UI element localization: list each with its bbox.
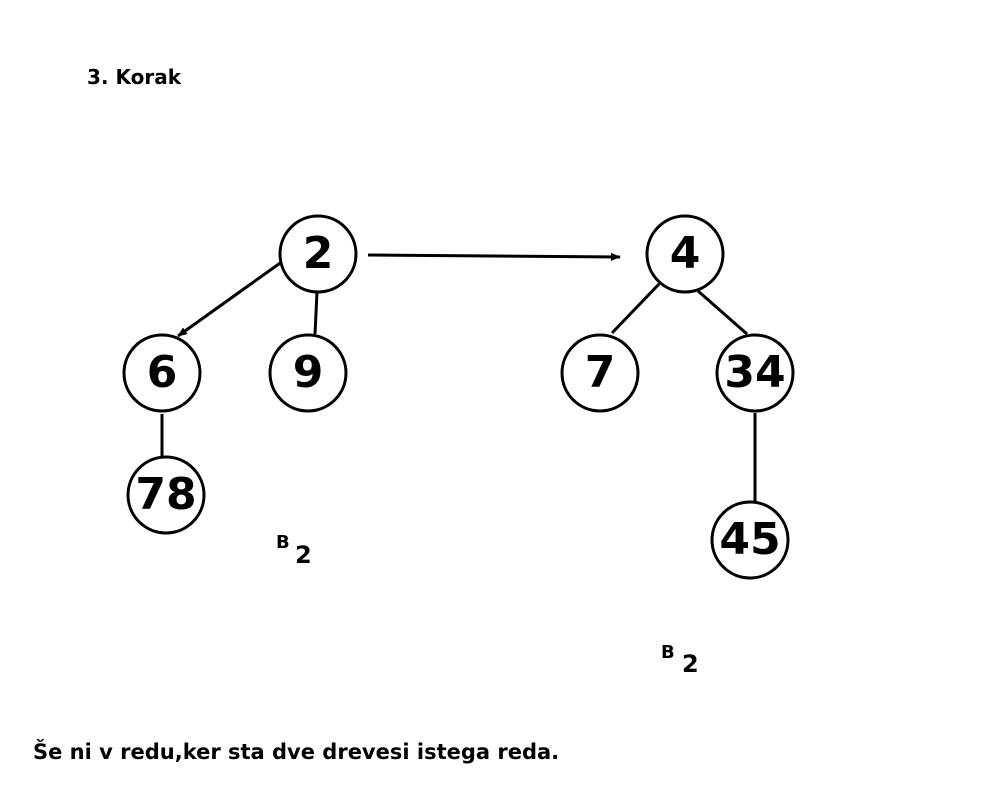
edge-4-to-34 <box>697 289 748 336</box>
order-subscript: 2 <box>295 541 312 569</box>
tree-1-order-label: B 2 <box>276 532 312 569</box>
order-subscript: 2 <box>682 650 699 678</box>
edge-2-to-9 <box>313 291 319 335</box>
tree-node-6: 6 <box>122 333 202 413</box>
tree-node-7: 7 <box>560 333 640 413</box>
tree-node-34: 34 <box>715 333 795 413</box>
order-letter: B <box>276 532 290 553</box>
node-label: 45 <box>719 514 780 565</box>
tree-node-9: 9 <box>268 333 348 413</box>
node-label: 2 <box>303 228 334 279</box>
node-label: 34 <box>724 347 785 398</box>
node-label: 9 <box>293 347 324 398</box>
order-letter: B <box>661 642 675 663</box>
tree-node-78: 78 <box>126 455 206 535</box>
tree-2-order-label: B 2 <box>661 642 699 678</box>
node-label: 78 <box>135 469 196 520</box>
tree-node-4: 4 <box>645 214 725 294</box>
step-title: 3. Korak <box>87 65 182 89</box>
edge-4-to-7 <box>610 281 662 335</box>
caption: Še ni v redu,ker sta dve drevesi istega … <box>33 739 559 764</box>
node-label: 4 <box>670 228 701 279</box>
edge-root-2-to-root-4 <box>367 252 621 261</box>
tree-node-2: 2 <box>278 214 358 294</box>
tree-node-45: 45 <box>710 500 790 580</box>
node-label: 6 <box>147 347 178 398</box>
node-label: 7 <box>585 347 616 398</box>
edge-2-to-6 <box>177 259 284 338</box>
